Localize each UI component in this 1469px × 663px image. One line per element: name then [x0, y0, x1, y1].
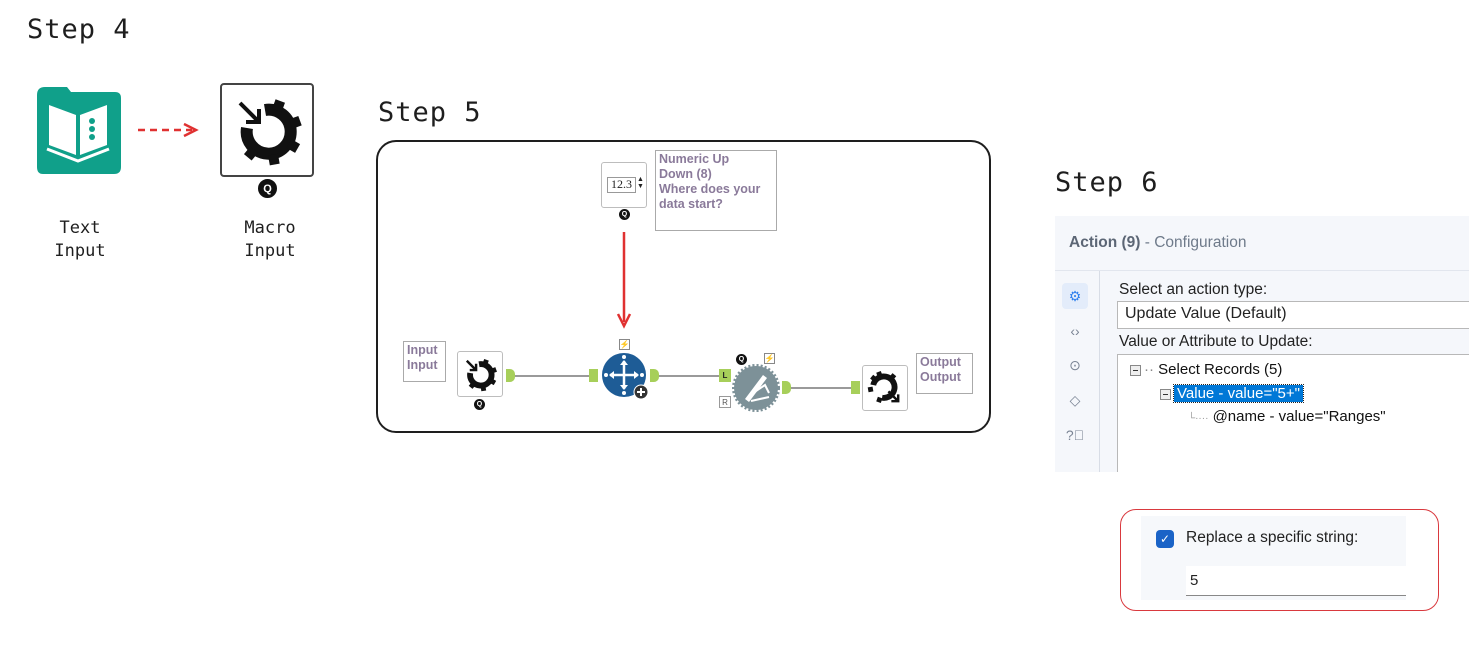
tree-node-selected[interactable]: Value - value="5+" — [1160, 384, 1304, 403]
annotation-line: Input — [407, 358, 438, 372]
config-title: Action (9) - Configuration — [1069, 234, 1246, 252]
step6-title: Step 6 — [1055, 167, 1159, 198]
caption-line: Macro — [244, 218, 296, 238]
replace-string-input[interactable]: 5 — [1186, 566, 1406, 596]
text-input-caption: Text Input — [30, 217, 130, 263]
configuration-panel: Action (9) - Configuration ⚙ ‹› ⊙ ◇ ?⃝ S… — [1055, 216, 1469, 472]
question-badge: Q — [619, 209, 630, 220]
config-header: Action (9) - Configuration — [1055, 216, 1469, 271]
config-title-tool: Action (9) — [1069, 234, 1141, 251]
caption-line: Text — [59, 218, 101, 238]
macro-input-tool[interactable] — [220, 83, 314, 177]
question-badge: Q — [474, 399, 485, 410]
collapse-icon[interactable] — [1160, 388, 1171, 400]
step4-title: Step 4 — [27, 14, 131, 45]
replace-string-checkbox[interactable]: ✓ — [1156, 530, 1174, 548]
input-anchor[interactable] — [851, 381, 860, 394]
output-anchor[interactable] — [650, 369, 659, 382]
macro-output-gear-icon — [867, 371, 900, 404]
replace-string-label: Replace a specific string: — [1186, 529, 1359, 546]
action-tool-icon — [602, 353, 649, 400]
red-arrow — [616, 232, 632, 329]
output-anchor[interactable] — [506, 369, 515, 382]
collapse-icon[interactable] — [1130, 364, 1141, 376]
action-tool[interactable] — [601, 352, 649, 400]
code-icon[interactable]: ‹› — [1070, 323, 1080, 339]
tree-node-label: Value - value="5+" — [1173, 384, 1304, 403]
book-icon — [37, 87, 121, 174]
step5-title: Step 5 — [378, 97, 482, 128]
find-replace-icon — [732, 364, 780, 412]
numeric-value: 12.3 — [607, 177, 636, 193]
help-icon[interactable]: ?⃝ — [1065, 427, 1085, 443]
left-input-anchor[interactable]: L — [719, 369, 731, 382]
macro-input-caption: Macro Input — [220, 217, 320, 263]
macro-input-gear-icon — [465, 358, 497, 392]
tree-node-label: @name - value="Ranges" — [1212, 408, 1386, 425]
macro-input-tool[interactable] — [457, 351, 503, 397]
output-annotation: Output Output — [916, 353, 973, 394]
config-title-suffix: - Configuration — [1140, 234, 1247, 251]
numeric-annotation: Numeric Up Down (8) Where does your data… — [655, 150, 777, 231]
macro-input-gear-icon — [238, 99, 302, 166]
gear-icon[interactable]: ⚙ — [1062, 283, 1088, 309]
xml-tree: ·· Select Records (5) Value - value="5+"… — [1117, 354, 1469, 472]
action-type-select[interactable]: Update Value (Default) — [1117, 301, 1469, 329]
annotation-line: Output — [920, 370, 961, 384]
text-input-tool[interactable] — [33, 83, 123, 176]
tree-label: Value or Attribute to Update: — [1119, 333, 1313, 350]
connection-line — [791, 387, 851, 389]
tag-icon[interactable]: ◇ — [1069, 391, 1081, 408]
macro-output-tool[interactable] — [862, 365, 908, 411]
input-annotation: Input Input — [403, 341, 446, 382]
connection-line — [659, 375, 719, 377]
tree-node[interactable]: ·· Select Records (5) — [1130, 361, 1282, 378]
output-anchor[interactable] — [782, 381, 791, 394]
annotation-line: Output — [920, 355, 961, 369]
caption-line: Input — [244, 241, 296, 261]
connection-line — [515, 375, 589, 377]
tree-node[interactable]: └···· @name - value="Ranges" — [1188, 408, 1386, 425]
annotation-line: Input — [407, 343, 438, 357]
replace-string-section: ✓ Replace a specific string: 5 — [1141, 516, 1406, 600]
spinner-arrows-icon: ▲▼ — [637, 176, 644, 190]
arrow-circle-icon[interactable]: ⊙ — [1069, 356, 1081, 373]
lightning-icon: ⚡ — [619, 339, 630, 350]
tree-node-label: Select Records (5) — [1158, 361, 1283, 378]
question-badge: Q — [736, 354, 747, 365]
config-body: Select an action type: Update Value (Def… — [1107, 271, 1469, 472]
annotation-line: Numeric Up — [659, 152, 730, 166]
dashed-arrow — [138, 122, 199, 138]
annotation-line: Down (8) — [659, 167, 712, 181]
caption-line: Input — [54, 241, 106, 261]
numeric-updown-tool[interactable]: 12.3 ▲▼ — [601, 162, 647, 208]
lightning-icon: ⚡ — [764, 353, 775, 364]
action-type-label: Select an action type: — [1119, 281, 1268, 298]
annotation-line: Where does your — [659, 182, 761, 196]
right-input-anchor[interactable]: R — [719, 396, 731, 408]
input-anchor[interactable] — [589, 369, 598, 382]
find-replace-tool[interactable] — [731, 363, 781, 413]
replace-string-highlight: ✓ Replace a specific string: 5 — [1120, 509, 1439, 611]
config-sidebar: ⚙ ‹› ⊙ ◇ ?⃝ — [1055, 271, 1100, 472]
question-badge: Q — [258, 179, 277, 198]
annotation-line: data start? — [659, 197, 723, 211]
